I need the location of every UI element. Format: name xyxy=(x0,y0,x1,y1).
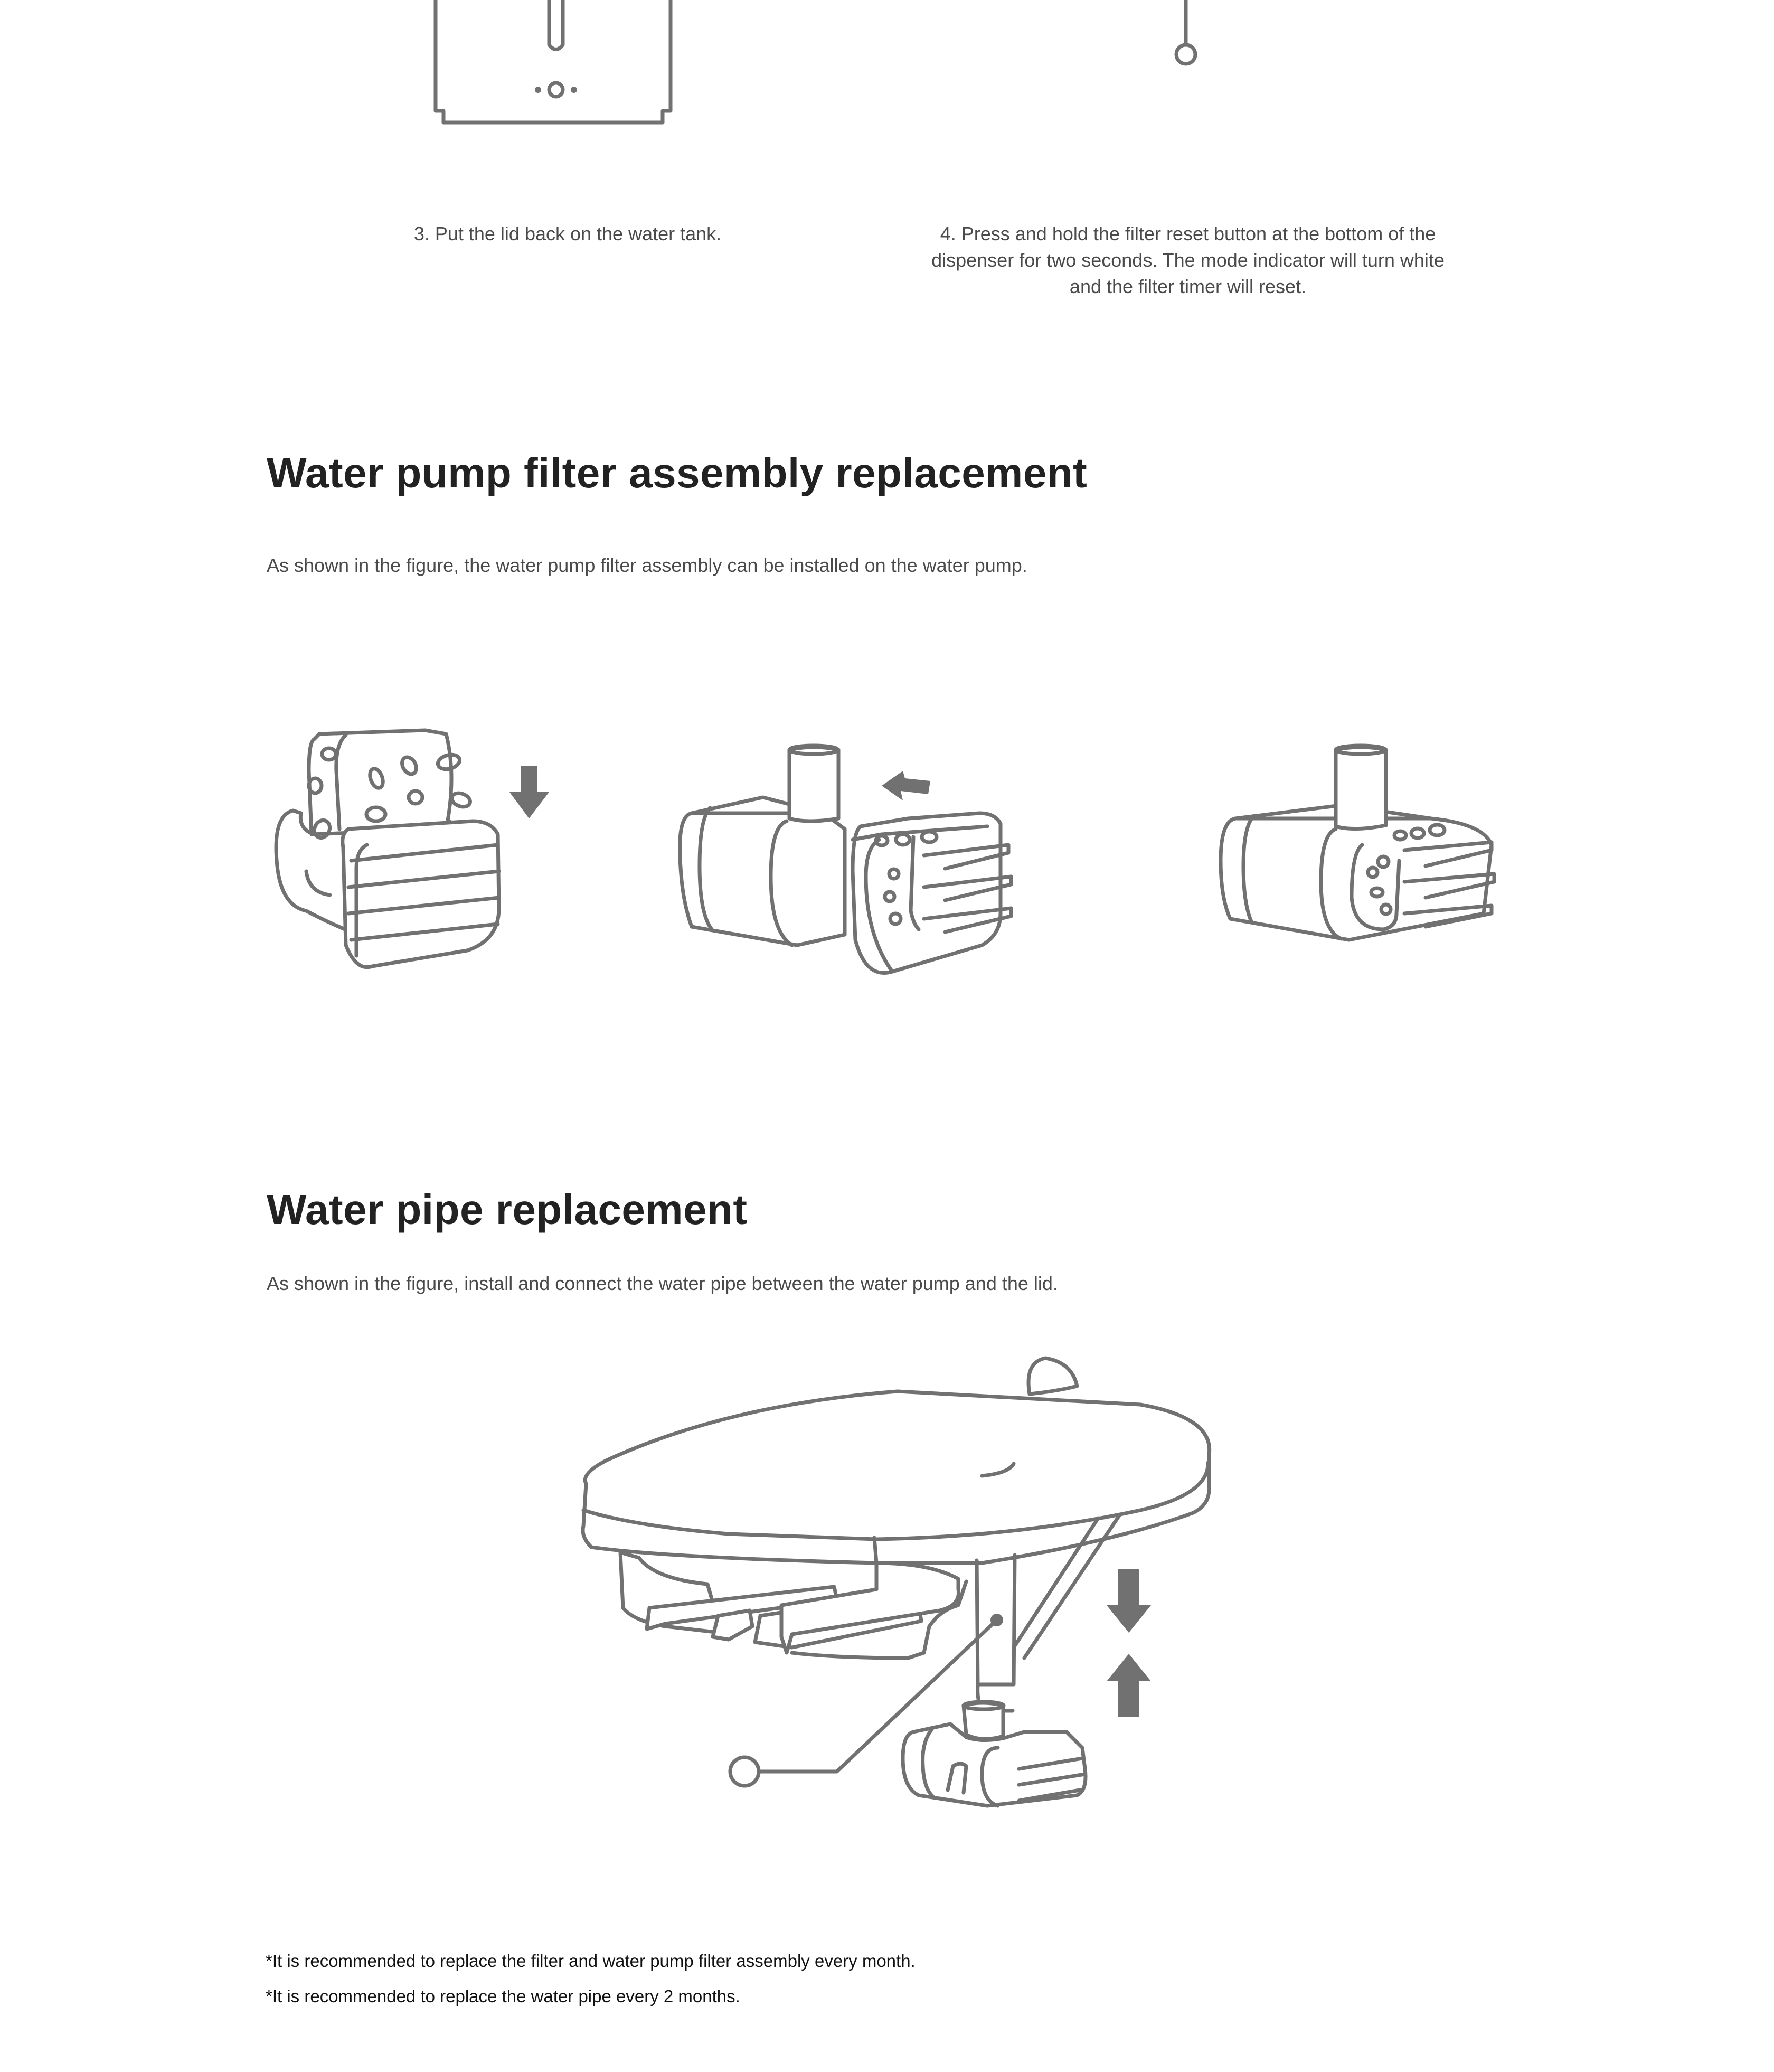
pipe-install-illustration xyxy=(581,1356,1212,1808)
arrow-down-icon xyxy=(509,766,549,818)
arrow-up-icon xyxy=(1107,1654,1151,1717)
arrow-down-icon xyxy=(1107,1569,1151,1633)
filter-attach-illustration xyxy=(678,743,1013,975)
pump-filter-section-description: As shown in the figure, the water pump f… xyxy=(267,554,1027,576)
pipe-section-title: Water pipe replacement xyxy=(267,1186,748,1233)
filter-insert-illustration xyxy=(274,728,549,969)
pump-filter-section-title: Water pump filter assembly replacement xyxy=(267,449,1088,496)
pipe-section-description: As shown in the figure, install and conn… xyxy=(267,1273,1058,1294)
replacement-note-pipe: *It is recommended to replace the water … xyxy=(266,1986,740,2006)
step-4-caption: 4. Press and hold the filter reset butto… xyxy=(931,223,1445,297)
step-3-caption: 3. Put the lid back on the water tank. xyxy=(413,223,722,244)
reset-button-callout xyxy=(1174,0,1197,66)
arrow-left-icon xyxy=(882,771,930,800)
replacement-note-filter: *It is recommended to replace the filter… xyxy=(266,1951,916,1971)
water-tank-illustration xyxy=(433,0,673,125)
assembled-pump-illustration xyxy=(1219,743,1496,942)
